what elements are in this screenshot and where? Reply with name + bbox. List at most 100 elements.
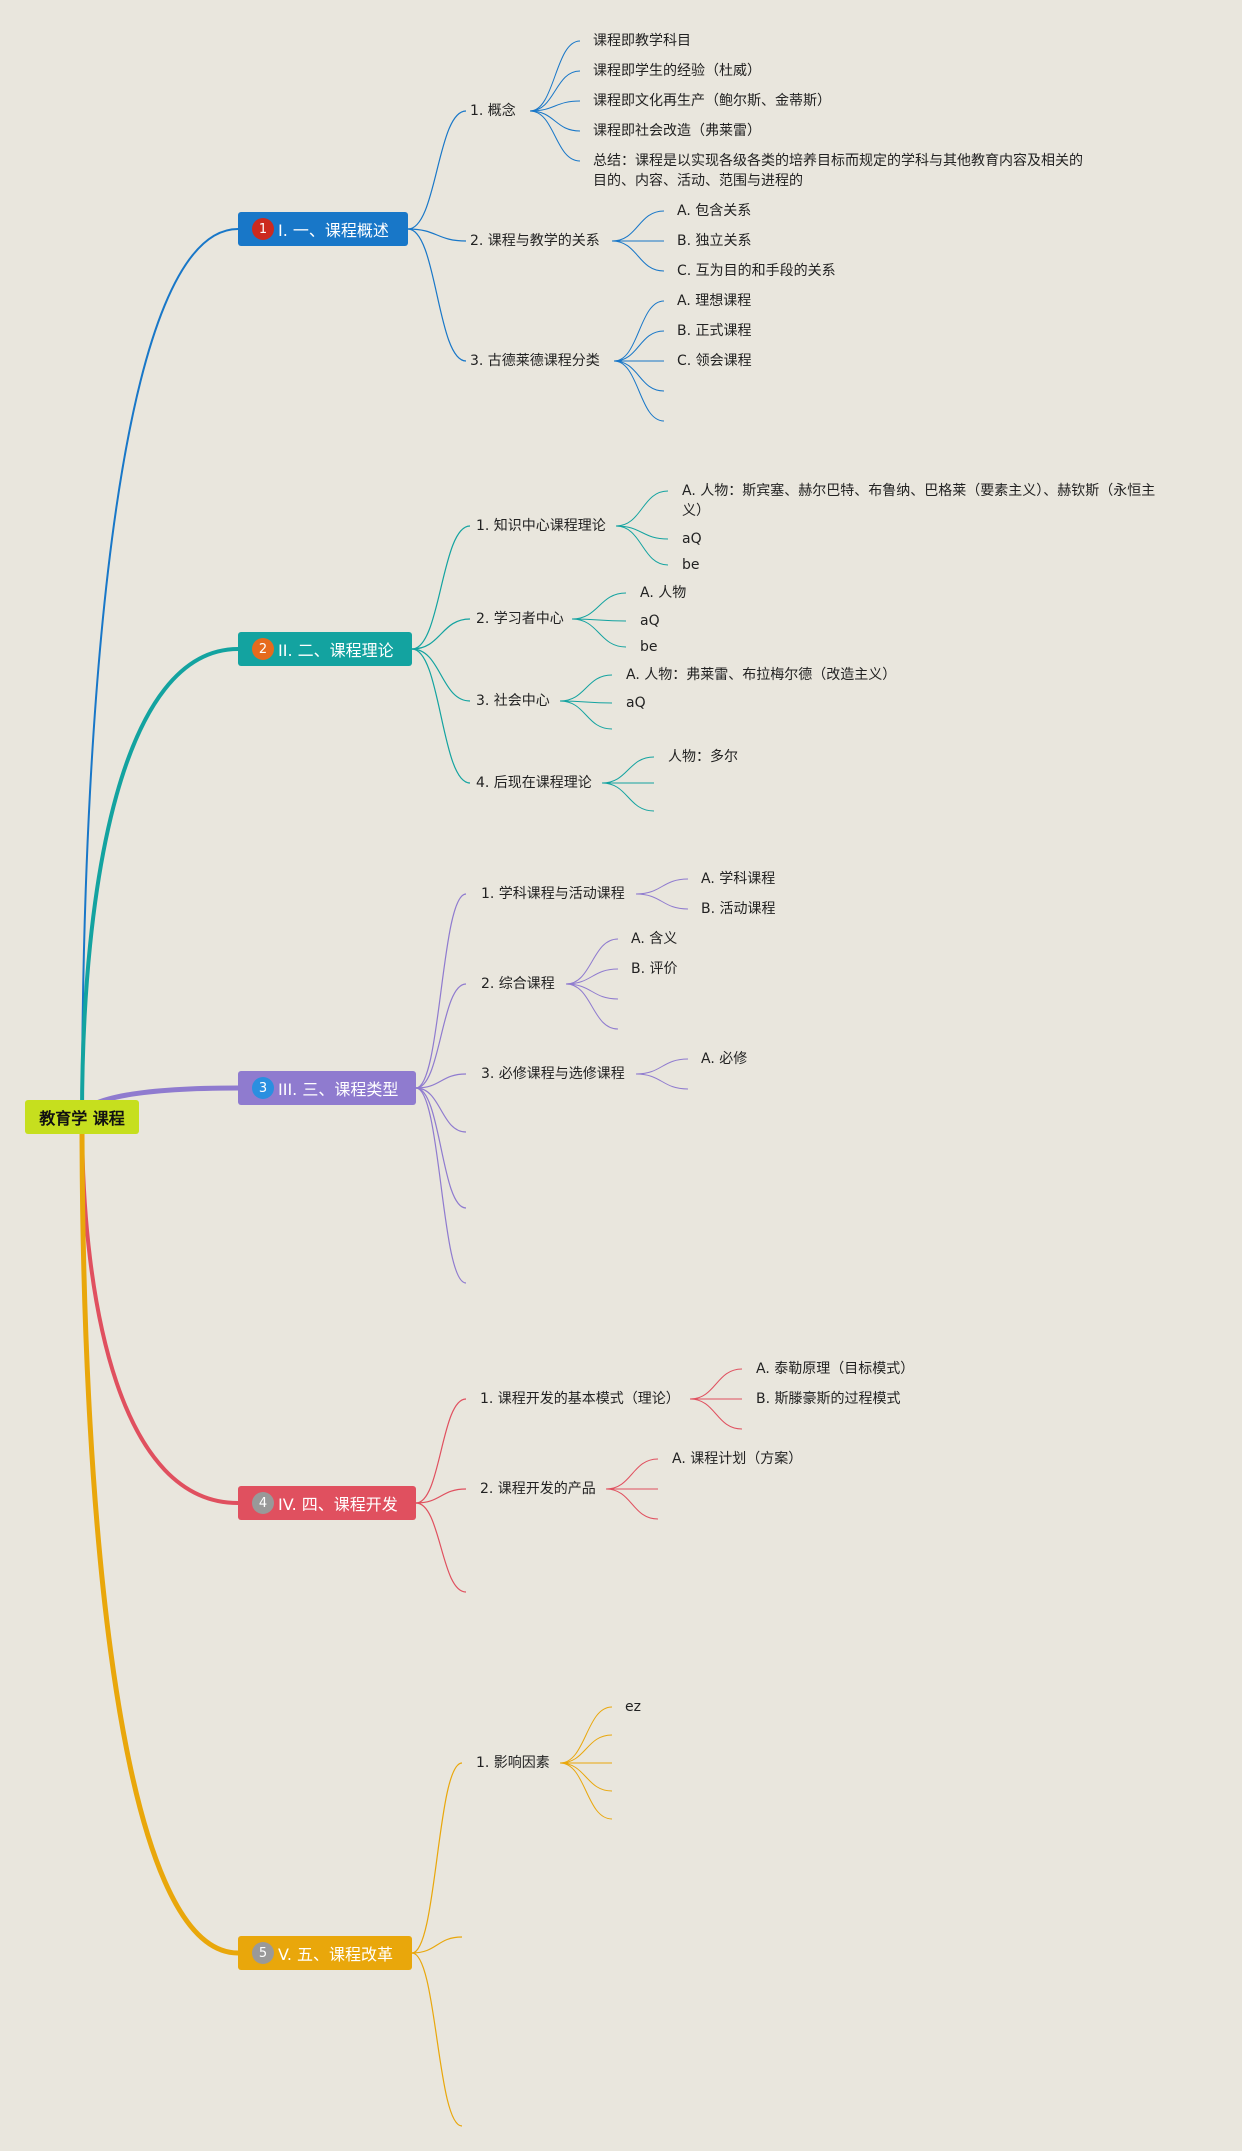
- leaf-node[interactable]: A. 学科课程: [701, 871, 776, 887]
- connector-line: [559, 700, 613, 730]
- leaf-node[interactable]: A. 人物: [640, 585, 687, 601]
- leaf-node[interactable]: B. 正式课程: [677, 323, 752, 339]
- leaf-node[interactable]: aQ: [640, 613, 660, 629]
- connector-line: [689, 1368, 743, 1400]
- number-badge-icon: 2: [252, 638, 274, 660]
- connector-line: [411, 618, 471, 650]
- topic-node[interactable]: 3. 社会中心: [476, 693, 550, 709]
- branch-label: II. 二、课程理论: [278, 641, 394, 660]
- topic-node[interactable]: 1. 影响因素: [476, 1755, 550, 1771]
- connector-line: [407, 110, 467, 230]
- leaf-node[interactable]: A. 人物：斯宾塞、赫尔巴特、布鲁纳、巴格莱（要素主义）、赫钦斯（永恒主义）: [682, 483, 1156, 519]
- topic-node[interactable]: 3. 古德莱德课程分类: [470, 353, 600, 369]
- connector-line: [565, 983, 619, 1030]
- leaf-node[interactable]: aQ: [626, 695, 646, 711]
- topic-node[interactable]: 3. 必修课程与选修课程: [481, 1066, 625, 1082]
- connector-line: [601, 756, 655, 784]
- leaf-node[interactable]: 课程即社会改造（弗莱雷）: [593, 123, 761, 139]
- topic-node[interactable]: 1. 课程开发的基本模式（理论）: [480, 1391, 680, 1407]
- connector-line: [613, 360, 665, 422]
- leaf-node[interactable]: B. 斯滕豪斯的过程模式: [756, 1391, 901, 1407]
- connector-line: [615, 490, 669, 527]
- leaf-node[interactable]: be: [640, 639, 658, 655]
- connector-line: [407, 228, 467, 362]
- connector-line: [529, 40, 581, 112]
- leaf-node[interactable]: A. 泰勒原理（目标模式）: [756, 1361, 915, 1377]
- leaf-node[interactable]: 人物：多尔: [668, 749, 738, 765]
- topic-node[interactable]: 1. 知识中心课程理论: [476, 518, 606, 534]
- connector-line: [411, 1952, 463, 2127]
- leaf-node[interactable]: C. 互为目的和手段的关系: [677, 263, 836, 279]
- connector-line: [411, 648, 471, 702]
- connector-line: [407, 228, 467, 242]
- leaf-node[interactable]: 课程即教学科目: [593, 33, 691, 49]
- topic-node[interactable]: 2. 学习者中心: [476, 611, 564, 627]
- leaf-node[interactable]: 课程即学生的经验（杜威）: [593, 63, 761, 79]
- connector-line: [415, 1087, 467, 1209]
- connector-line: [689, 1398, 743, 1430]
- leaf-node[interactable]: 总结：课程是以实现各级各类的培养目标而规定的学科与其他教育内容及相关的目的、内容…: [593, 153, 1083, 189]
- connector-line: [565, 968, 619, 985]
- leaf-node[interactable]: be: [682, 557, 700, 573]
- connector-line: [615, 525, 669, 566]
- topic-node[interactable]: 4. 后现在课程理论: [476, 775, 592, 791]
- connector-line: [415, 1502, 467, 1593]
- connector-line: [411, 1762, 463, 1954]
- topic-node[interactable]: 1. 概念: [470, 103, 516, 119]
- connector-line: [613, 300, 665, 362]
- branch-node-reform[interactable]: 5 V. 五、课程改革: [238, 1936, 412, 1970]
- number-badge-icon: 5: [252, 1942, 274, 1964]
- connector-line: [529, 100, 581, 112]
- connector-line: [80, 647, 239, 1118]
- leaf-node[interactable]: aQ: [682, 531, 702, 547]
- connector-line: [415, 1398, 467, 1504]
- branch-node-development[interactable]: 4 IV. 四、课程开发: [238, 1486, 416, 1520]
- leaf-node[interactable]: 课程即文化再生产（鲍尔斯、金蒂斯）: [593, 93, 831, 109]
- connector-line: [411, 525, 471, 650]
- connector-line: [415, 1087, 467, 1133]
- connector-line: [571, 618, 627, 648]
- leaf-node[interactable]: B. 评价: [631, 961, 678, 977]
- number-badge-icon: 3: [252, 1077, 274, 1099]
- connector-line: [415, 893, 467, 1089]
- connector-line: [559, 1734, 613, 1764]
- connector-line: [635, 1058, 689, 1075]
- connector-line: [635, 1073, 689, 1090]
- leaf-node[interactable]: ez: [625, 1699, 641, 1715]
- topic-node[interactable]: 2. 课程与教学的关系: [470, 233, 600, 249]
- branch-node-types[interactable]: 3 III. 三、课程类型: [238, 1071, 416, 1105]
- leaf-node[interactable]: A. 含义: [631, 931, 678, 947]
- number-badge-icon: 1: [252, 218, 274, 240]
- leaf-node[interactable]: A. 课程计划（方案）: [672, 1451, 803, 1467]
- topic-node[interactable]: 1. 学科课程与活动课程: [481, 886, 625, 902]
- connector-line: [81, 228, 239, 1118]
- leaf-node[interactable]: A. 包含关系: [677, 203, 752, 219]
- leaf-node[interactable]: A. 必修: [701, 1051, 748, 1067]
- leaf-node[interactable]: B. 活动课程: [701, 901, 776, 917]
- connector-line: [415, 1488, 467, 1504]
- connector-line: [559, 1762, 613, 1820]
- number-badge-icon: 4: [252, 1492, 274, 1514]
- connector-line: [559, 1706, 613, 1764]
- leaf-node[interactable]: C. 领会课程: [677, 353, 752, 369]
- topic-node[interactable]: 2. 综合课程: [481, 976, 555, 992]
- connector-line: [611, 210, 665, 242]
- connector-line: [571, 592, 627, 620]
- leaf-node[interactable]: B. 独立关系: [677, 233, 752, 249]
- connector-line: [80, 1116, 239, 1505]
- connector-line: [415, 1087, 467, 1284]
- branch-label: IV. 四、课程开发: [278, 1495, 398, 1514]
- connector-line: [529, 70, 581, 112]
- leaf-node[interactable]: A. 理想课程: [677, 293, 752, 309]
- connector-line: [613, 360, 665, 392]
- connector-line: [635, 878, 689, 895]
- leaf-node[interactable]: A. 人物：弗莱雷、布拉梅尔德（改造主义）: [626, 667, 897, 683]
- root-node[interactable]: 教育学 课程: [25, 1100, 139, 1134]
- connector-line: [529, 110, 581, 132]
- connector-line: [415, 983, 467, 1089]
- branch-node-overview[interactable]: 1 I. 一、课程概述: [238, 212, 408, 246]
- connector-line: [79, 1116, 239, 1956]
- branch-node-theory[interactable]: 2 II. 二、课程理论: [238, 632, 412, 666]
- topic-node[interactable]: 2. 课程开发的产品: [480, 1481, 596, 1497]
